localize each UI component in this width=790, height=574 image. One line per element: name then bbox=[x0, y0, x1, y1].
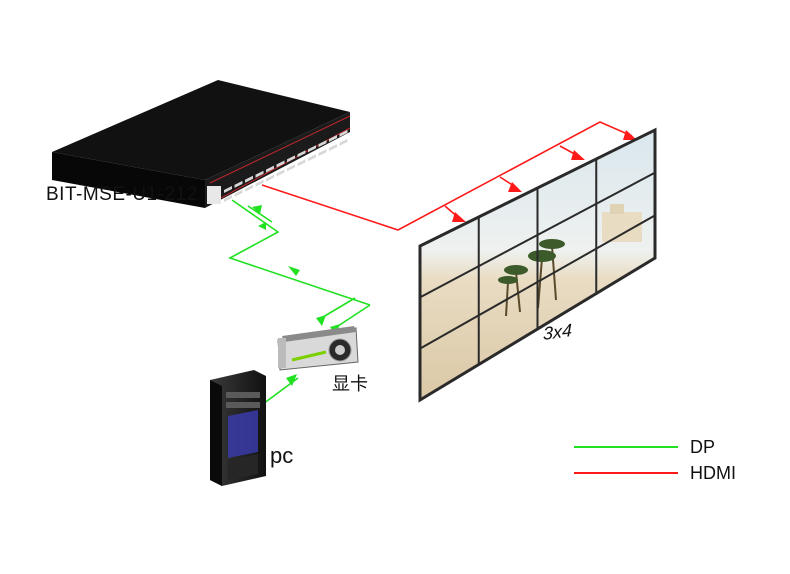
hdmi-arrowheads bbox=[452, 130, 637, 222]
device-port bbox=[308, 154, 316, 162]
device-port bbox=[276, 160, 285, 168]
device-top bbox=[52, 80, 350, 180]
legend-hdmi-line bbox=[574, 472, 678, 474]
device-port bbox=[245, 175, 253, 183]
dp-arrowhead bbox=[288, 266, 300, 276]
device-port bbox=[224, 195, 232, 202]
device-port bbox=[287, 164, 295, 172]
device-port bbox=[339, 129, 348, 137]
device-port bbox=[266, 165, 274, 173]
dp-main-cable bbox=[228, 199, 371, 306]
device-logo-plate bbox=[207, 186, 221, 204]
device-model-label: BIT-MSE-U1-212 bbox=[46, 184, 198, 205]
rack-device bbox=[52, 80, 351, 208]
dp-arrowhead bbox=[258, 222, 266, 230]
device-trim-line bbox=[209, 127, 351, 205]
legend-dp-line bbox=[574, 446, 678, 448]
device-port bbox=[329, 144, 337, 151]
hdmi-arrowhead bbox=[508, 182, 522, 192]
device-port bbox=[329, 135, 337, 142]
device-port bbox=[276, 169, 285, 177]
device-port bbox=[224, 186, 232, 193]
device-port bbox=[318, 140, 327, 148]
dp-arrowhead bbox=[252, 205, 262, 214]
gpu-accent bbox=[291, 350, 327, 362]
hdmi-arrowhead bbox=[452, 212, 466, 222]
legend-hdmi-text: HDMI bbox=[690, 462, 736, 483]
video-wall-label: 3x4 bbox=[543, 319, 573, 345]
device-side bbox=[52, 152, 205, 208]
legend-dp-text: DP bbox=[690, 436, 716, 457]
device-port bbox=[308, 145, 316, 153]
hdmi-arrowhead bbox=[571, 150, 585, 160]
device-port bbox=[255, 170, 264, 178]
legend-hdmi: HDMI bbox=[574, 462, 736, 484]
pc-side-panel-glow bbox=[228, 410, 258, 458]
device-port bbox=[234, 180, 243, 188]
dp-arrowhead bbox=[286, 374, 297, 386]
device-port bbox=[287, 155, 295, 163]
device-port bbox=[245, 184, 253, 192]
device-ports bbox=[224, 129, 348, 202]
device-port bbox=[297, 159, 306, 167]
device-port bbox=[255, 179, 264, 187]
dp-arrowhead bbox=[316, 315, 326, 326]
device-port bbox=[339, 138, 348, 146]
graphics-card-label: 显卡 bbox=[332, 374, 368, 395]
pc-tower bbox=[210, 370, 266, 486]
hdmi-arrowhead bbox=[623, 130, 637, 140]
device-port bbox=[297, 150, 306, 158]
wall-bezel-horizontal bbox=[419, 214, 656, 350]
graphics-card bbox=[277, 326, 359, 371]
device-port bbox=[318, 149, 327, 157]
wall-bezel-horizontal bbox=[419, 171, 656, 299]
hdmi-main-cable bbox=[261, 121, 633, 231]
pc-label: pc bbox=[270, 443, 294, 468]
legend-dp: DP bbox=[574, 436, 715, 458]
video-wall bbox=[418, 127, 657, 403]
device-port bbox=[234, 189, 243, 197]
wall-bezels bbox=[419, 159, 656, 365]
device-port bbox=[266, 174, 274, 182]
device-trim-line bbox=[209, 115, 351, 184]
